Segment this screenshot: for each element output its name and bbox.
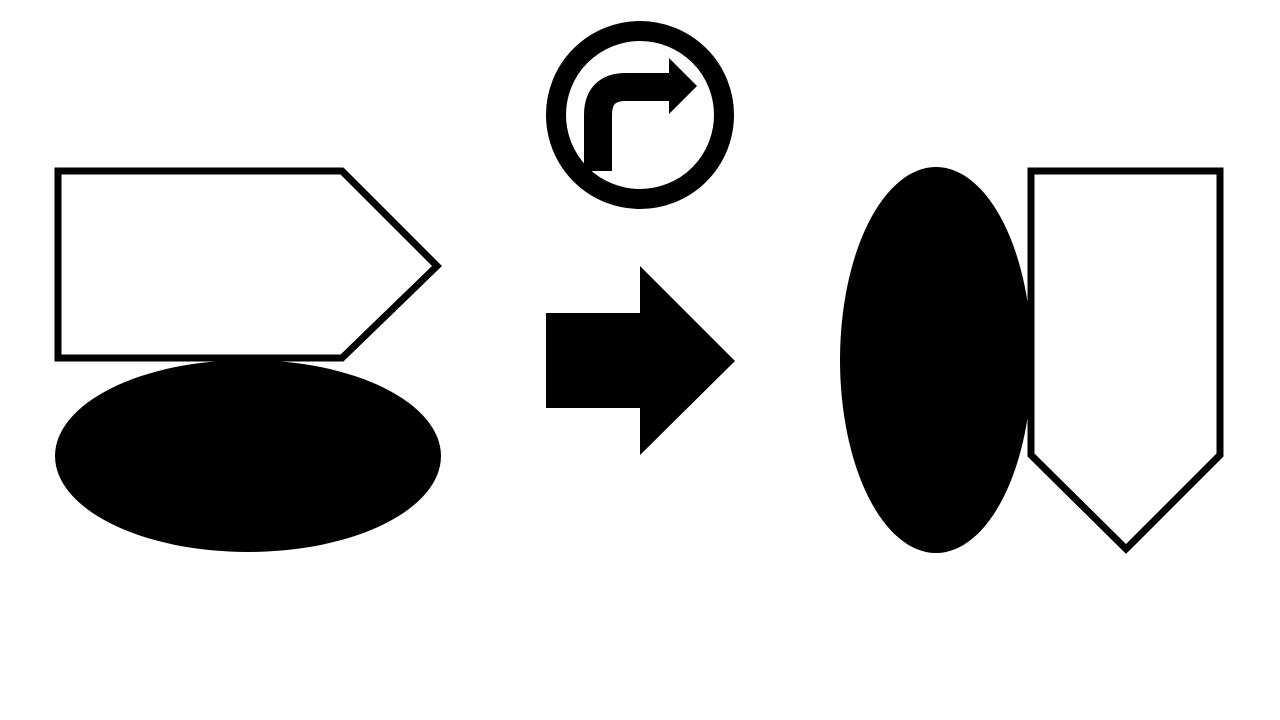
pentagon-shape-right [54,167,442,362]
rotate-right-icon [546,21,734,209]
ellipse-shape-horizontal [55,360,441,552]
pentagon-shape-down [1027,167,1224,554]
after-group [840,167,1224,554]
block-arrow-right [546,266,735,455]
before-group [54,167,442,552]
transform-group [546,21,735,455]
ellipse-shape-vertical [840,167,1032,553]
